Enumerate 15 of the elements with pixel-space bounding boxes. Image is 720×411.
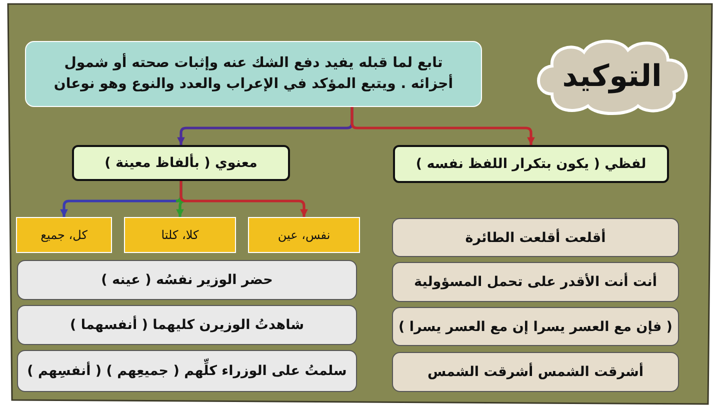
- arrow: [180, 181, 308, 217]
- example-box: حضر الوزير نفسُه ( عينه ): [17, 260, 357, 300]
- example-box: شاهدتُ الوزيرن كليهما ( أنفسهما ): [17, 305, 357, 345]
- word-box: نفس، عين: [248, 217, 360, 253]
- category-box: معنوي ( بألفاظ معينة ): [72, 145, 290, 181]
- arrow: [350, 107, 535, 145]
- definition-box: تابع لما قبله يفيد دفع الشك عنه وإثبات صحته أو شمول أجزائه . ويتبع المؤكد في الإعراب والعدد والنوع وهو نوعان: [25, 41, 482, 107]
- word-box: كل، جميع: [16, 217, 112, 253]
- example-box: أقلعت أقلعت الطائرة: [392, 218, 679, 257]
- word-box: كلا، كلتا: [124, 217, 236, 253]
- example-box: أنت أنت الأقدر على تحمل المسؤولية: [392, 262, 679, 302]
- category-box: لفظي ( يكون بتكرار اللفظ نفسه ): [393, 145, 669, 183]
- example-box: أشرقت الشمس أشرقت الشمس: [392, 352, 679, 392]
- example-box: سلمتُ على الوزراء كلِّهم ( جميعِهم ) ( أنفسِهم ): [17, 350, 357, 392]
- example-box: ( فإن مع العسر يسرا إن مع العسر يسرا ): [392, 307, 679, 346]
